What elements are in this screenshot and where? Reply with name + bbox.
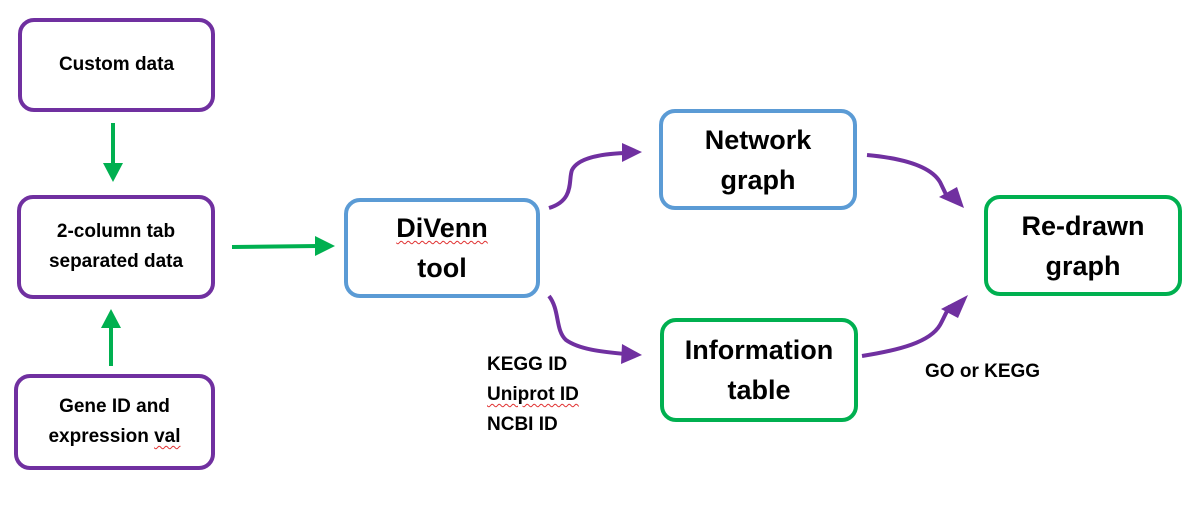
gene-id-line-1: Gene ID and: [59, 396, 170, 417]
arrow-twocolumn-to-divenn: [231, 236, 335, 256]
network-graph-box: Network graph: [659, 109, 857, 210]
arrow-information-to-redrawn: [861, 295, 968, 358]
arrow-network-to-redrawn: [866, 153, 964, 208]
redrawn-graph-box: Re-drawn graph: [984, 195, 1182, 296]
divenn-line-2: tool: [417, 253, 467, 283]
two-column-line-1: 2-column tab: [56, 221, 176, 242]
go-or-kegg-label: GO or KEGG: [925, 361, 1041, 382]
network-line-2: graph: [720, 164, 796, 195]
custom-data-box: Custom data: [18, 18, 215, 112]
network-graph-label: Network graph: [705, 120, 812, 200]
divenn-tool-label: DiVenn tool: [396, 208, 488, 288]
custom-data-label: Custom data: [58, 54, 175, 75]
redrawn-line-1: Re-drawn: [1021, 210, 1145, 241]
divenn-line-1: DiVenn: [396, 213, 488, 243]
gene-id-line-2: expression val: [48, 422, 180, 452]
information-line-1: Information: [684, 335, 834, 365]
arrow-divenn-to-network: [548, 143, 642, 210]
id-type-ncbi: NCBI ID: [487, 414, 558, 435]
id-type-list: KEGG ID Uniprot ID NCBI ID: [487, 350, 579, 440]
gene-id-expression-label: Gene ID and expression val: [48, 392, 180, 452]
gene-id-line-2-prefix: expression: [48, 426, 155, 447]
id-type-kegg: KEGG ID: [487, 354, 568, 375]
gene-id-expression-box: Gene ID and expression val: [14, 374, 215, 470]
two-column-data-box: 2-column tab separated data: [17, 195, 215, 299]
arrow-custom-to-twocolumn: [103, 123, 123, 182]
id-type-uniprot: Uniprot ID: [487, 380, 579, 410]
arrow-divenn-to-information: [547, 294, 642, 364]
information-table-label: Information table: [685, 330, 834, 410]
information-table-box: Information table: [660, 318, 858, 422]
two-column-line-2: separated data: [48, 251, 184, 272]
id-type-uniprot-text: Uniprot ID: [487, 384, 579, 405]
information-line-2: table: [727, 375, 791, 405]
gene-id-line-2-val: val: [154, 426, 181, 447]
arrow-gene-to-twocolumn: [101, 309, 121, 366]
redrawn-line-2: graph: [1045, 250, 1121, 281]
two-column-data-label: 2-column tab separated data: [49, 217, 183, 277]
divenn-tool-box: DiVenn tool: [344, 198, 540, 298]
redrawn-graph-label: Re-drawn graph: [1021, 206, 1144, 286]
network-line-1: Network: [704, 124, 812, 155]
